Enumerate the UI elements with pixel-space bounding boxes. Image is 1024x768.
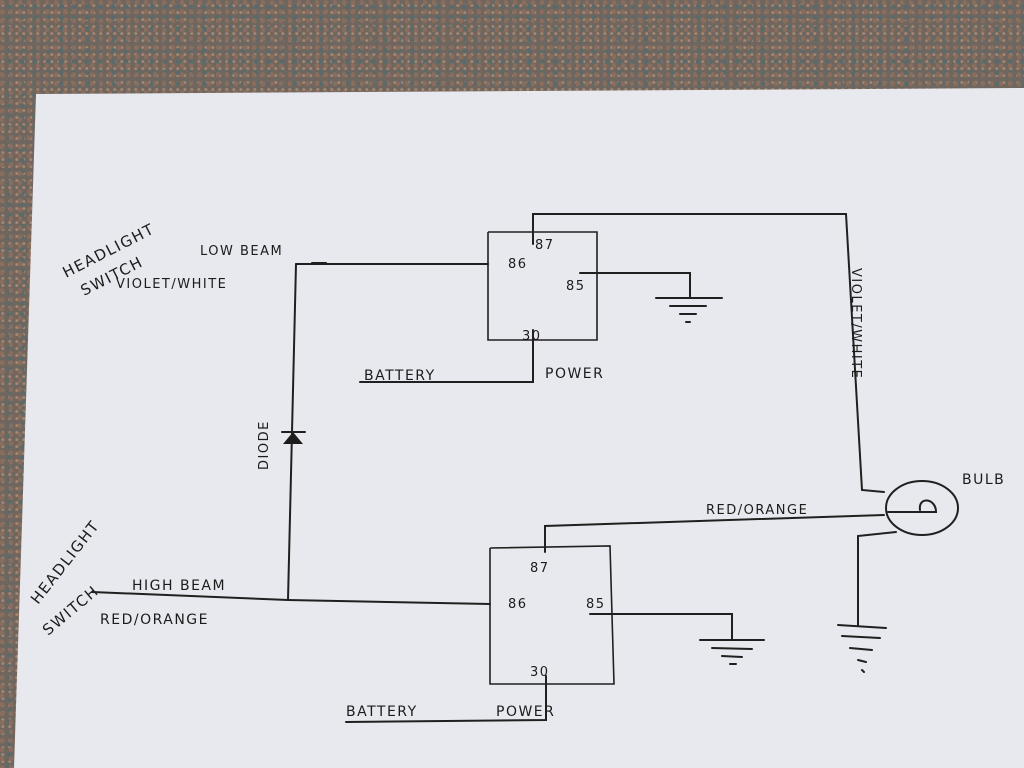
red-orange-wire [544, 514, 885, 553]
bulb-ground-icon [837, 624, 887, 673]
relay-top-power-label: POWER [545, 366, 604, 382]
relay-top-box [487, 231, 598, 341]
relay-top-85-wire [579, 272, 691, 299]
high-beam-wire [91, 591, 491, 605]
diode-label: DIODE [257, 420, 272, 470]
violet-white-wire-label: VIOLET/WHITE [848, 268, 863, 379]
bulb-icon [885, 480, 959, 536]
high-beam-label: HIGH BEAM [132, 578, 226, 594]
red-orange-wire-label: RED/ORANGE [706, 503, 808, 518]
high-beam-color-label: RED/ORANGE [100, 612, 209, 628]
relay-bottom-battery-label: BATTERY [346, 704, 418, 720]
relay-bottom-30-wire [345, 675, 547, 723]
relay-bottom-pin85: 85 [586, 597, 606, 612]
relay-top-87-wire [532, 213, 885, 493]
relay-bottom-power-label: POWER [496, 704, 555, 720]
diode-symbol [283, 432, 303, 444]
relay-top-battery-label: BATTERY [364, 368, 436, 384]
relay-top-30-wire [359, 329, 534, 383]
bulb-ground-wire [857, 531, 897, 626]
relay-top-pin85: 85 [566, 279, 586, 294]
relay-bottom-box [489, 545, 615, 685]
relay-bottom-pin87: 87 [530, 561, 550, 576]
paper-sheet [14, 88, 1024, 768]
relay-bottom-pin30: 30 [530, 665, 550, 680]
relay-top-pin87: 87 [535, 238, 555, 253]
bulb-filament [887, 499, 938, 513]
relay-bottom-ground-icon [699, 639, 765, 665]
relay-top-ground-icon [655, 297, 723, 323]
relay-top-pin30: 30 [522, 329, 542, 344]
relay-bottom-85-wire [589, 613, 733, 641]
bulb-label: BULB [962, 472, 1005, 488]
low-beam-label: LOW BEAM [200, 244, 283, 259]
relay-top-pin86: 86 [508, 257, 528, 272]
low-beam-color-label: VIOLET/WHITE [116, 277, 227, 292]
relay-bottom-pin86: 86 [508, 597, 528, 612]
